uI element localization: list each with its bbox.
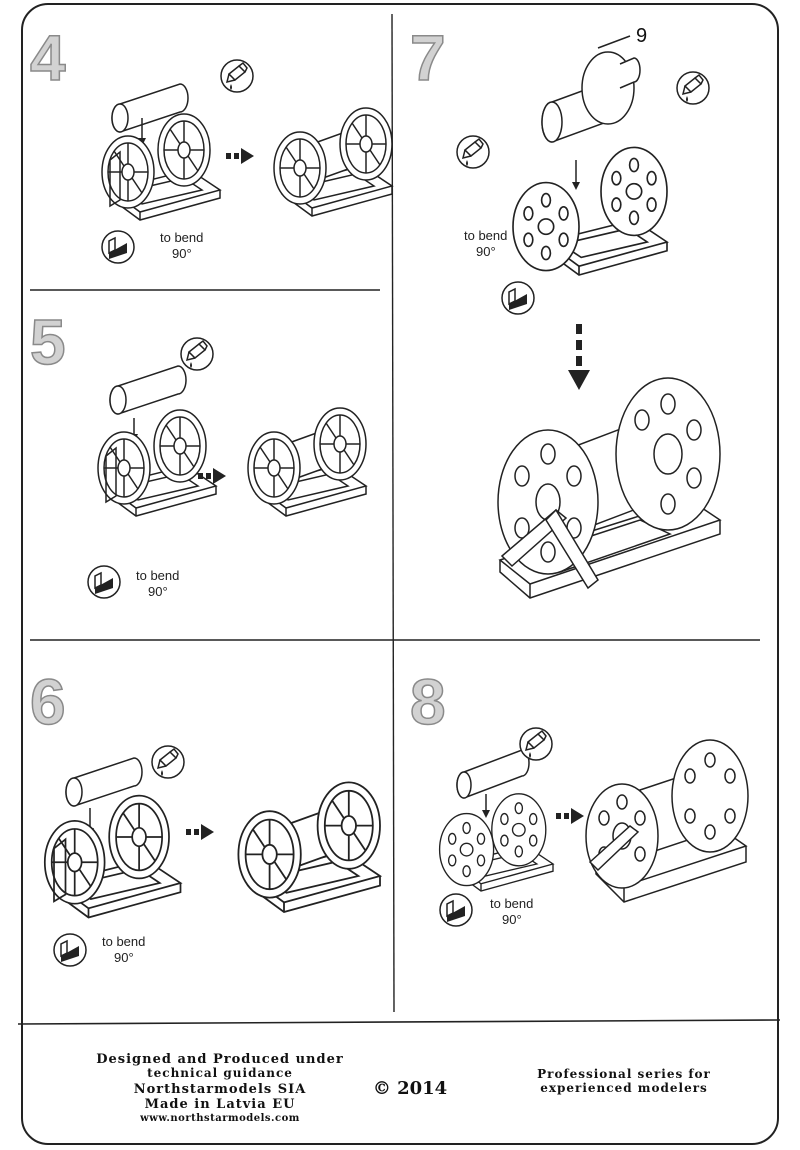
- bend-angle: 90°: [172, 246, 192, 261]
- bend-tool-icon: [439, 893, 473, 927]
- arrow-icon: [556, 808, 584, 824]
- reel-closed-assembly: [238, 782, 380, 912]
- glue-icon: [151, 745, 185, 779]
- step-8-panel: 8: [409, 665, 749, 927]
- bend-tool-icon: [501, 281, 535, 315]
- footer-tagline-1: Professional series for: [537, 1067, 711, 1081]
- step-5-panel: 5 to bend 90°: [29, 305, 366, 599]
- sheet-border: [21, 3, 779, 1145]
- reel-closed-assembly: [274, 108, 392, 216]
- reel-open-assembly: [98, 410, 216, 516]
- insert-arrow-head-icon: [572, 182, 580, 190]
- spool-part: [456, 749, 530, 799]
- insert-arrow-head-icon: [482, 810, 490, 818]
- arrow-icon: [226, 148, 254, 164]
- step-number: 4: [30, 22, 66, 94]
- footer-designed: Designed and Produced under: [96, 1052, 343, 1067]
- flanged-spool-part: [541, 51, 641, 143]
- glue-icon: [180, 337, 214, 371]
- step-number: 6: [30, 666, 66, 738]
- step-6-panel: 6 to bend 90°: [29, 665, 380, 967]
- footer-tagline-2: experienced modelers: [540, 1081, 708, 1095]
- footer-company: Northstarmodels SIA: [134, 1082, 307, 1097]
- reel-assembled: [585, 739, 749, 903]
- reel-frame-holed: [512, 146, 668, 276]
- reel-open-assembly: [45, 796, 181, 918]
- assembly-arrow-icon: [568, 324, 590, 390]
- footer-website: www.northstarmodels.com: [139, 1113, 300, 1124]
- glue-icon: [220, 59, 254, 93]
- glue-icon: [676, 71, 710, 105]
- step-number: 7: [410, 22, 446, 94]
- bend-tool-icon: [53, 933, 87, 967]
- footer-divider: [17, 1019, 781, 1025]
- bend-label: to bend: [490, 896, 533, 911]
- footer-origin: Made in Latvia EU: [145, 1097, 296, 1112]
- callout-leader-line: [597, 35, 631, 49]
- step-4-panel: 4 to bend 90°: [29, 21, 392, 264]
- step-number: 8: [410, 666, 446, 738]
- glue-icon: [519, 727, 553, 761]
- bend-label: to bend: [160, 230, 203, 245]
- reel-closed-assembly: [248, 408, 366, 516]
- step-number: 5: [30, 306, 66, 378]
- bend-angle: 90°: [476, 244, 496, 259]
- bend-label: to bend: [464, 228, 507, 243]
- bend-angle: 90°: [114, 950, 134, 965]
- bend-tool-icon: [101, 230, 135, 264]
- bend-tool-icon: [87, 565, 121, 599]
- bend-label: to bend: [136, 568, 179, 583]
- vertical-divider: [391, 13, 395, 1013]
- reel-assembled-large: [497, 377, 722, 599]
- reel-frame-holed: [438, 793, 554, 892]
- arrow-icon: [186, 824, 214, 840]
- footer-guidance: technical guidance: [147, 1066, 293, 1080]
- spool-part: [109, 365, 187, 415]
- part-callout-number: 9: [636, 25, 647, 47]
- footer: Designed and Produced under technical gu…: [96, 1052, 711, 1124]
- bend-angle: 90°: [148, 584, 168, 599]
- step-7-panel: 7 9 to bend 90°: [409, 21, 722, 599]
- footer-copyright: © 2014: [373, 1078, 447, 1099]
- bend-angle: 90°: [502, 912, 522, 927]
- glue-icon: [456, 135, 490, 169]
- bend-label: to bend: [102, 934, 145, 949]
